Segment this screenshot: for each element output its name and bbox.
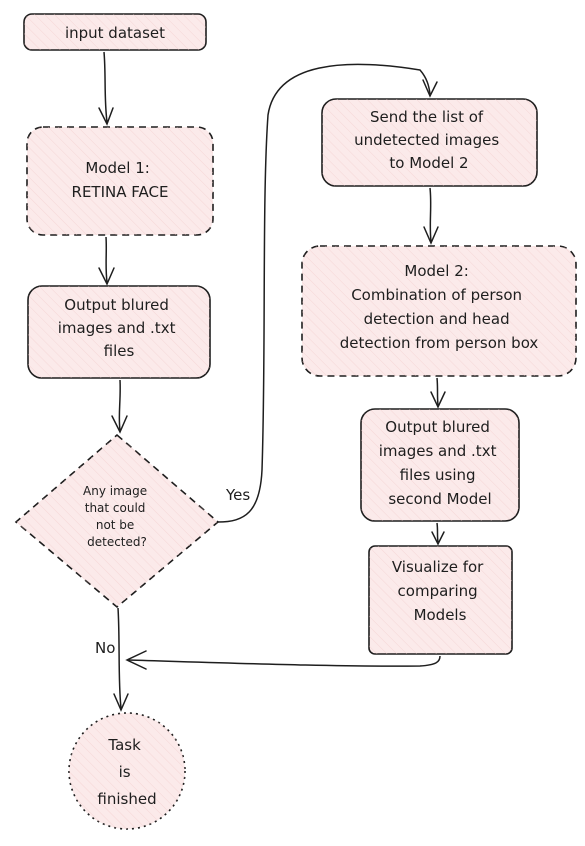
- node-model-1-line-2: RETINA FACE: [72, 183, 169, 201]
- node-output-1: Output blured images and .txt files: [27, 285, 211, 379]
- edge-visualize-to-no-path: [125, 650, 441, 670]
- edge-decision-yes-arrowhead: [422, 79, 438, 98]
- node-output-2-line-1: Output blured: [385, 418, 490, 436]
- edge-decision-no-arrowhead: [113, 693, 129, 712]
- edge-model1-to-output1-line: [105, 236, 108, 283]
- edge-output2-to-visualize: [431, 522, 445, 546]
- edge-output1-to-decision: [111, 379, 128, 434]
- node-output-2-label: Output blured images and .txt files usin…: [379, 418, 501, 508]
- node-output-2-line-2: images and .txt: [379, 442, 497, 460]
- edge-label-yes: Yes: [225, 486, 250, 504]
- edge-decision-no-to-finished: [113, 607, 129, 712]
- edge-model2-to-output2-arrowhead: [430, 391, 446, 409]
- edge-send-list-to-model2-line: [429, 187, 432, 242]
- node-send-list-label: Send the list of undetected images to Mo…: [354, 108, 504, 172]
- node-input-dataset-hatch: [24, 14, 206, 50]
- node-visualize-label: Visualize for comparing Models: [392, 558, 488, 624]
- node-send-list-line-2: undetected images: [354, 131, 499, 149]
- edge-decision-no-line: [117, 607, 122, 709]
- node-output-2-hatch: [361, 409, 519, 521]
- node-output-2-line-3: files using: [400, 466, 476, 484]
- node-model-1-line-1: Model 1:: [85, 159, 149, 177]
- edge-model2-to-output2-line: [436, 377, 439, 406]
- edge-input-to-model1: [98, 51, 114, 126]
- node-output-1-hatch: [28, 286, 210, 378]
- node-send-list-hatch: [322, 99, 537, 186]
- node-model-2: Model 2: Combination of person detection…: [301, 245, 577, 377]
- node-finished-line-1: Task: [107, 736, 141, 754]
- node-finished-line-3: finished: [97, 790, 156, 808]
- edge-output2-to-visualize-arrowhead: [431, 531, 445, 546]
- node-model-2-line-4: detection from person box: [340, 334, 539, 352]
- edge-model1-to-output1: [98, 236, 115, 286]
- node-visualize-hatch: [369, 546, 512, 654]
- node-finished-line-2: is: [119, 763, 131, 781]
- node-model-1-label: Model 1: RETINA FACE: [72, 159, 169, 201]
- edge-input-to-model1-line: [103, 51, 108, 123]
- edge-send-list-to-model2-arrowhead: [423, 226, 439, 245]
- node-send-list: Send the list of undetected images to Mo…: [321, 98, 538, 187]
- node-visualize-line-1: Visualize for: [392, 558, 484, 576]
- node-model-2-hatch: [302, 246, 576, 376]
- edge-decision-yes-to-send-list: [217, 63, 438, 523]
- node-decision: Any image that could not be detected?: [14, 433, 220, 609]
- node-decision-line-3: not be: [96, 518, 134, 532]
- edge-model2-to-output2: [430, 377, 446, 409]
- node-output-1-line-2: images and .txt: [58, 319, 176, 337]
- node-output-1-label: Output blured images and .txt files: [58, 296, 180, 360]
- node-input-dataset: input dataset: [23, 13, 207, 51]
- node-decision-hatch: [16, 435, 218, 607]
- node-visualize: Visualize for comparing Models: [368, 545, 513, 655]
- edge-visualize-to-no-path-line: [127, 655, 441, 667]
- node-model-2-line-2: Combination of person: [351, 286, 522, 304]
- node-decision-line-4: detected?: [87, 535, 147, 549]
- node-model-1-hatch: [27, 127, 213, 235]
- node-decision-line-1: Any image: [83, 484, 147, 498]
- node-finished-label: Task is finished: [97, 736, 156, 808]
- node-output-2: Output blured images and .txt files usin…: [360, 408, 520, 522]
- node-input-dataset-label: input dataset: [65, 24, 165, 42]
- node-decision-line-2: that could: [85, 501, 146, 515]
- node-model-1: Model 1: RETINA FACE: [26, 126, 214, 236]
- node-output-2-line-4: second Model: [388, 490, 491, 508]
- node-model-2-label: Model 2: Combination of person detection…: [340, 262, 539, 352]
- edge-decision-yes-line: [217, 63, 431, 523]
- node-send-list-line-1: Send the list of: [370, 108, 484, 126]
- edge-output2-to-visualize-line: [436, 522, 439, 543]
- edge-model1-to-output1-arrowhead: [98, 267, 115, 286]
- edge-label-no: No: [95, 639, 115, 657]
- node-visualize-line-2: comparing: [398, 582, 478, 600]
- node-output-1-line-3: files: [104, 342, 135, 360]
- node-model-2-line-1: Model 2:: [404, 262, 468, 280]
- edge-visualize-to-no-path-arrowhead: [125, 650, 147, 670]
- node-input-dataset-line-1: input dataset: [65, 24, 165, 42]
- node-output-1-line-1: Output blured: [64, 296, 169, 314]
- node-visualize-line-3: Models: [414, 606, 467, 624]
- edge-send-list-to-model2: [423, 187, 439, 245]
- edge-output1-to-decision-arrowhead: [111, 415, 128, 434]
- node-finished: Task is finished: [68, 712, 186, 830]
- edge-input-to-model1-arrowhead: [98, 107, 114, 126]
- node-decision-label: Any image that could not be detected?: [83, 484, 151, 549]
- node-finished-hatch: [69, 713, 185, 829]
- node-send-list-line-3: to Model 2: [389, 154, 468, 172]
- node-model-2-line-3: detection and head: [364, 310, 510, 328]
- edge-output1-to-decision-line: [118, 379, 121, 431]
